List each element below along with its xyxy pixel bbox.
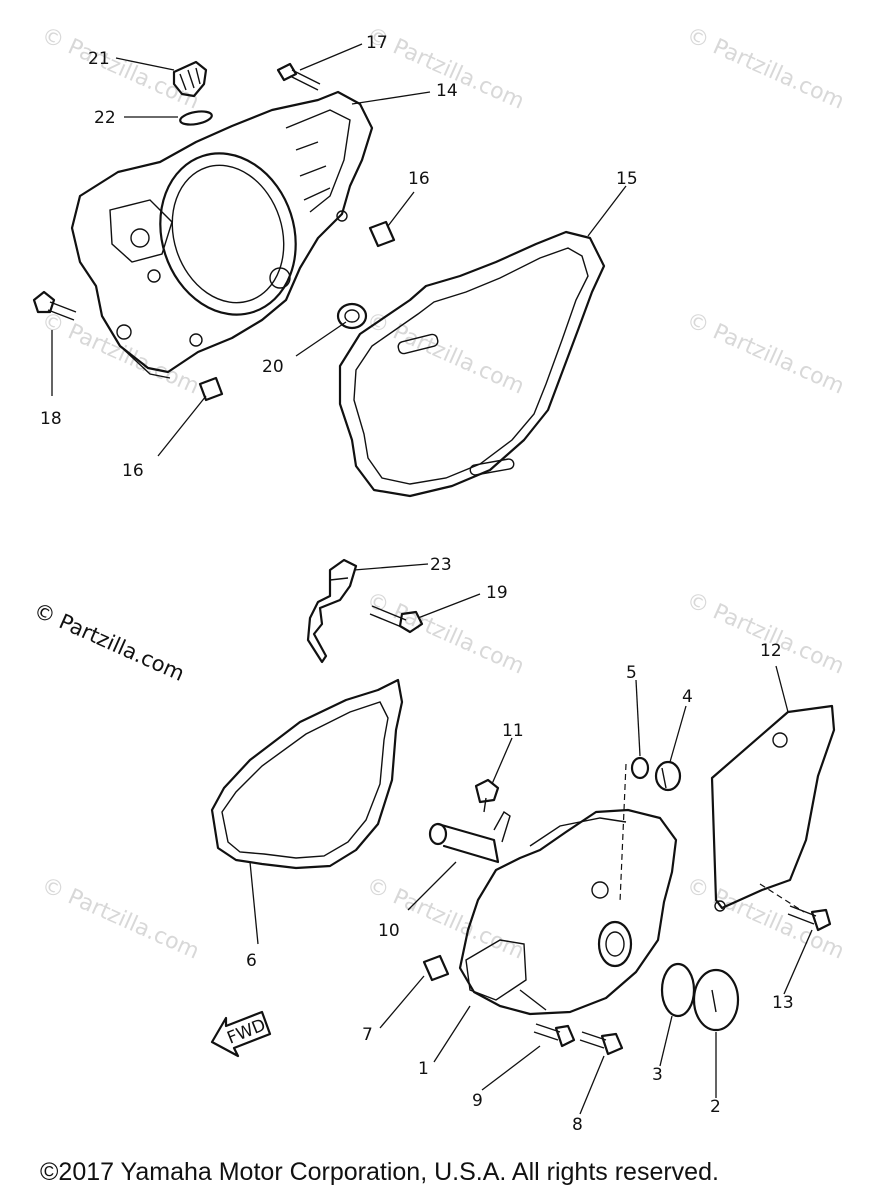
watermark: © Partzilla.com <box>683 873 848 965</box>
gasket-15 <box>338 230 606 498</box>
dowel-7 <box>422 954 450 982</box>
callout-22: 22 <box>94 108 116 128</box>
watermark: © Partzilla.com <box>363 308 528 400</box>
callout-23: 23 <box>430 555 452 575</box>
watermark: © Partzilla.com <box>683 23 848 115</box>
callout-7: 7 <box>362 1025 373 1045</box>
plug-4 <box>654 760 682 792</box>
watermark: © Partzilla.com <box>683 308 848 400</box>
o-ring-3 <box>660 962 696 1018</box>
dowel-16-upper <box>368 220 396 248</box>
watermark: © Partzilla.com <box>38 308 203 400</box>
screw-11 <box>474 778 500 813</box>
o-ring-5 <box>630 756 650 780</box>
leader-lines <box>51 43 813 1115</box>
o-ring-22 <box>179 110 213 126</box>
crankcase-cover-left <box>458 808 678 1016</box>
bolt-17 <box>276 62 321 91</box>
callout-10: 10 <box>378 921 400 941</box>
cover-12 <box>710 704 836 912</box>
bracket-23 <box>306 558 358 664</box>
watermark: © Partzilla.com <box>683 588 848 680</box>
watermark: © Partzilla.com <box>38 23 203 115</box>
copyright-notice: ©2017 Yamaha Motor Corporation, U.S.A. A… <box>40 1158 719 1186</box>
callout-18: 18 <box>40 409 62 429</box>
watermarks: © Partzilla.com © Partzilla.com © Partzi… <box>38 23 848 965</box>
callout-2: 2 <box>710 1097 721 1117</box>
watermark: © Partzilla.com <box>363 873 528 965</box>
cap-2 <box>692 968 740 1032</box>
shaft-10 <box>428 810 511 864</box>
forward-arrow-icon: FWD <box>210 1010 272 1058</box>
callout-14: 14 <box>436 81 458 101</box>
bolt-8 <box>579 1031 624 1056</box>
callout-20: 20 <box>262 357 284 377</box>
callout-16-lower: 16 <box>122 461 144 481</box>
callout-17: 17 <box>366 33 388 53</box>
gasket-6 <box>210 678 404 870</box>
callout-11: 11 <box>502 721 524 741</box>
crankcase-cover-right <box>70 90 374 379</box>
callout-21: 21 <box>88 49 110 69</box>
oil-filler-plug <box>172 60 208 98</box>
callout-15: 15 <box>616 169 638 189</box>
callout-16-upper: 16 <box>408 169 430 189</box>
callout-9: 9 <box>472 1091 483 1111</box>
callout-5: 5 <box>626 663 637 683</box>
bolt-18 <box>32 290 77 321</box>
callout-12: 12 <box>760 641 782 661</box>
callout-1: 1 <box>418 1059 429 1079</box>
callout-13: 13 <box>772 993 794 1013</box>
callout-6: 6 <box>246 951 257 971</box>
callout-8: 8 <box>572 1115 583 1135</box>
watermark: © Partzilla.com <box>38 873 203 965</box>
callout-3: 3 <box>652 1065 663 1085</box>
callout-4: 4 <box>682 687 693 707</box>
oil-seal-20 <box>336 302 368 330</box>
axis-line <box>759 883 805 913</box>
callout-numbers: 21 22 17 14 16 15 18 20 16 23 19 5 4 12 … <box>40 33 794 1135</box>
callout-19: 19 <box>486 583 508 603</box>
bolt-19 <box>369 605 424 634</box>
bolt-9 <box>533 1023 576 1048</box>
axis-line <box>619 763 627 903</box>
dowel-16-lower <box>198 376 224 402</box>
